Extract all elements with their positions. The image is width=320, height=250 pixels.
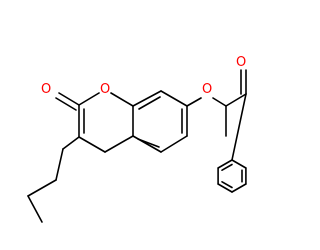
structure-canvas: O O O O (27, 55, 247, 223)
bond (225, 93, 247, 107)
bond (160, 135, 188, 153)
bond (132, 90, 162, 107)
bond (27, 179, 57, 197)
bond (186, 97, 202, 107)
oxygen-label: O (202, 82, 212, 97)
bond (78, 136, 106, 153)
bond (137, 138, 160, 148)
bond (217, 159, 233, 169)
molecule-structure: O O O O (27, 55, 247, 223)
bond (78, 92, 100, 106)
bond (110, 92, 134, 107)
oxygen-label: O (41, 82, 51, 97)
bond (231, 93, 247, 161)
bond (160, 90, 188, 107)
bond (138, 96, 161, 110)
bond (55, 148, 64, 181)
bond (217, 183, 233, 193)
bonds (27, 69, 247, 223)
bond (221, 181, 233, 189)
bond (27, 195, 43, 223)
bond (104, 135, 134, 153)
bond (58, 92, 80, 106)
bond (62, 136, 80, 150)
bond (132, 135, 162, 153)
atom-labels: O O O O (41, 55, 246, 97)
bond (221, 163, 233, 171)
bond (212, 97, 227, 107)
bond (231, 183, 247, 193)
bond (55, 97, 77, 111)
oxygen-label: O (236, 55, 246, 70)
oxygen-label: O (100, 82, 110, 97)
bond (231, 159, 247, 169)
